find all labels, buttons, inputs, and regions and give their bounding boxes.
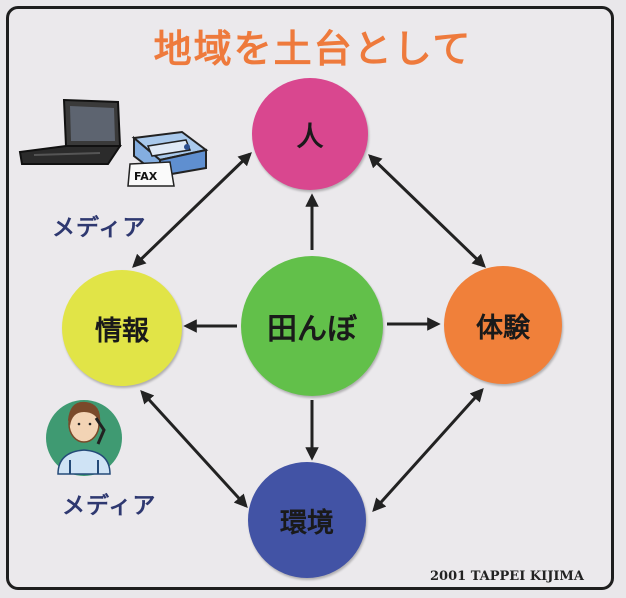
fax-label: FAX [134, 170, 158, 183]
node-experience: 体験 [444, 266, 562, 384]
node-person: 人 [252, 78, 368, 190]
arrow-info-environment [140, 390, 248, 508]
credit-text: 2001 TAPPEI KIJIMA [430, 569, 584, 584]
node-field: 田んぼ [241, 256, 383, 396]
node-environment: 環境 [248, 462, 366, 578]
arrow-person-experience [368, 154, 486, 268]
media-label-bottom: メディア [62, 493, 157, 519]
node-info: 情報 [62, 270, 182, 386]
media-label-top: メディア [52, 215, 147, 241]
laptop-icon [18, 98, 122, 165]
fax-machine-icon: FAX [127, 130, 209, 187]
arrow-experience-environment [372, 387, 484, 513]
arrow-info-person [132, 152, 252, 268]
phone-person-icon [46, 400, 122, 476]
diagram-title: 地域を土台として [153, 27, 473, 71]
